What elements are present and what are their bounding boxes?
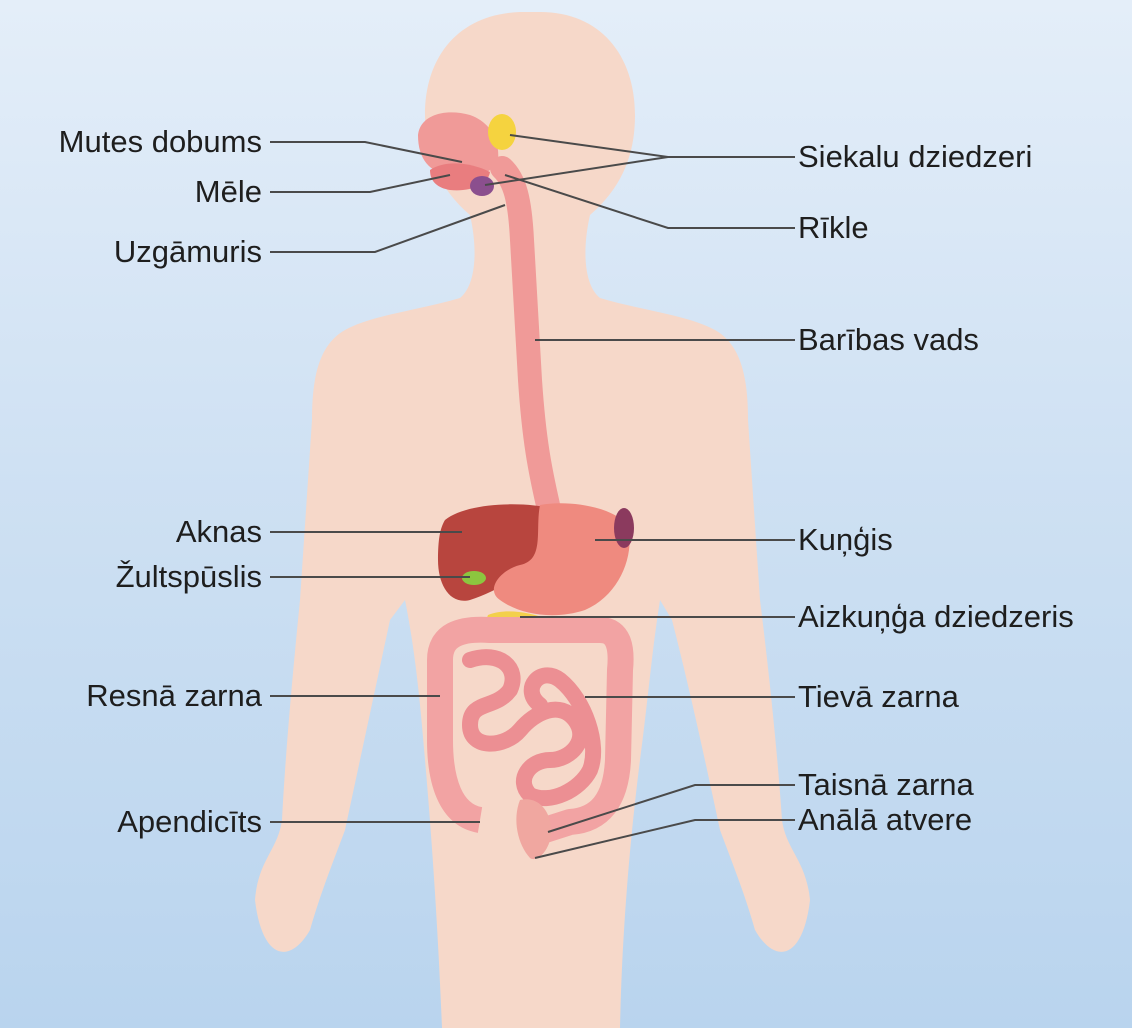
label-liver: Aknas <box>176 514 262 550</box>
spleen-shape <box>614 508 634 548</box>
label-tongue: Mēle <box>195 174 262 210</box>
label-esophagus: Barības vads <box>798 322 979 358</box>
label-appendix: Apendicīts <box>117 804 262 840</box>
label-rectum: Taisnā zarna <box>798 767 974 803</box>
label-salivary-glands: Siekalu dziedzeri <box>798 139 1032 175</box>
leader-tongue <box>270 175 450 192</box>
label-pancreas: Aizkuņģa dziedzeris <box>798 599 1074 635</box>
label-stomach: Kuņģis <box>798 522 893 558</box>
label-mouth: Mutes dobums <box>59 124 262 160</box>
label-gallbladder: Žultspūslis <box>116 559 262 595</box>
salivary-gland-upper <box>488 114 516 150</box>
label-anus: Anālā atvere <box>798 802 972 838</box>
label-large-intestine: Resnā zarna <box>86 678 262 714</box>
label-small-intestine: Tievā zarna <box>798 679 959 715</box>
salivary-gland-lower <box>470 176 494 196</box>
label-epiglottis: Uzgāmuris <box>114 234 262 270</box>
label-pharynx: Rīkle <box>798 210 869 246</box>
